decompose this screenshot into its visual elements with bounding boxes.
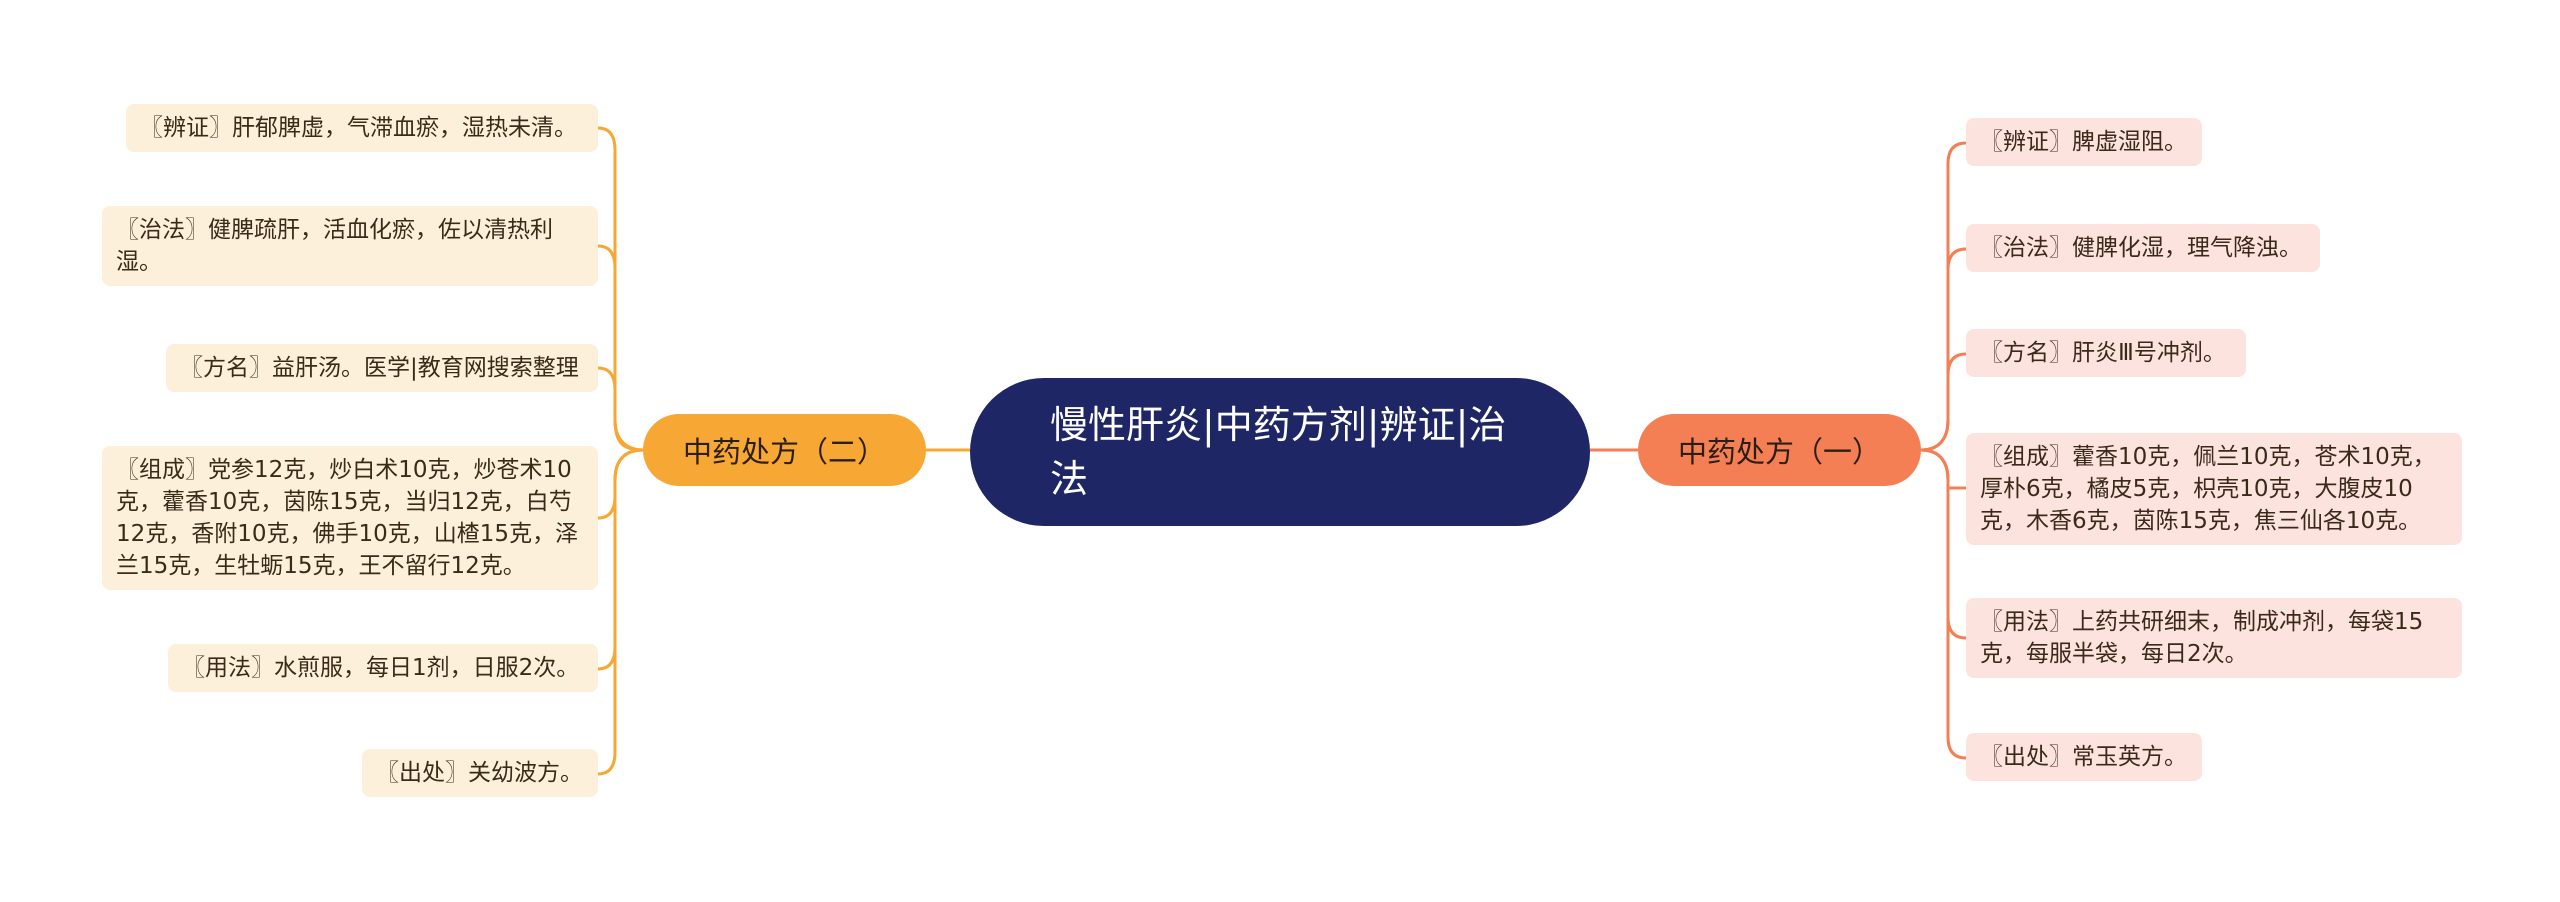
leaf-composition[interactable]: 〖组成〗党参12克，炒白术10克，炒苍术10克，藿香10克，茵陈15克，当归12… — [102, 446, 598, 590]
leaf-text: 〖治法〗健脾疏肝，活血化瘀，佐以清热利湿。 — [116, 217, 553, 275]
leaf-text: 〖组成〗藿香10克，佩兰10克，苍术10克，厚朴6克，橘皮5克，枳壳10克，大腹… — [1980, 444, 2436, 534]
leaf-treatment[interactable]: 〖治法〗健脾化湿，理气降浊。 — [1966, 224, 2320, 272]
root-topic[interactable]: 慢性肝炎|中药方剂|辨证|治法 — [970, 378, 1590, 526]
leaf-text: 〖用法〗上药共研细末，制成冲剂，每袋15克，每服半袋，每日2次。 — [1980, 609, 2424, 667]
leaf-diagnosis[interactable]: 〖辨证〗脾虚湿阻。 — [1966, 118, 2202, 166]
leaf-formula-name[interactable]: 〖方名〗益肝汤。医学|教育网搜索整理 — [166, 344, 598, 392]
leaf-text: 〖方名〗益肝汤。医学|教育网搜索整理 — [180, 355, 579, 381]
branch-prescription-two[interactable]: 中药处方（二） — [643, 414, 926, 486]
leaf-text: 〖组成〗党参12克，炒白术10克，炒苍术10克，藿香10克，茵陈15克，当归12… — [116, 457, 579, 579]
leaf-formula-name[interactable]: 〖方名〗肝炎Ⅲ号冲剂。 — [1966, 329, 2246, 377]
leaf-text: 〖用法〗水煎服，每日1剂，日服2次。 — [182, 655, 580, 681]
branch-label: 中药处方（二） — [682, 435, 886, 469]
right-leaf-connectors — [1920, 141, 1967, 760]
leaf-text: 〖方名〗肝炎Ⅲ号冲剂。 — [1980, 340, 2226, 366]
leaf-text: 〖治法〗健脾化湿，理气降浊。 — [1980, 235, 2302, 261]
leaf-usage[interactable]: 〖用法〗上药共研细末，制成冲剂，每袋15克，每服半袋，每日2次。 — [1966, 598, 2462, 678]
branch-prescription-one[interactable]: 中药处方（一） — [1638, 414, 1921, 486]
leaf-text: 〖辨证〗肝郁脾虚，气滞血瘀，湿热未清。 — [140, 115, 577, 141]
left-leaf-connectors — [597, 126, 644, 776]
leaf-source[interactable]: 〖出处〗关幼波方。 — [362, 749, 598, 797]
leaf-composition[interactable]: 〖组成〗藿香10克，佩兰10克，苍术10克，厚朴6克，橘皮5克，枳壳10克，大腹… — [1966, 433, 2462, 545]
branch-label: 中药处方（一） — [1677, 435, 1881, 469]
leaf-source[interactable]: 〖出处〗常玉英方。 — [1966, 733, 2202, 781]
leaf-text: 〖辨证〗脾虚湿阻。 — [1980, 129, 2187, 155]
root-title: 慢性肝炎|中药方剂|辨证|治法 — [1050, 403, 1507, 501]
leaf-treatment[interactable]: 〖治法〗健脾疏肝，活血化瘀，佐以清热利湿。 — [102, 206, 598, 286]
leaf-diagnosis[interactable]: 〖辨证〗肝郁脾虚，气滞血瘀，湿热未清。 — [126, 104, 598, 152]
leaf-text: 〖出处〗常玉英方。 — [1980, 744, 2187, 770]
leaf-text: 〖出处〗关幼波方。 — [376, 760, 583, 786]
leaf-usage[interactable]: 〖用法〗水煎服，每日1剂，日服2次。 — [168, 644, 598, 692]
